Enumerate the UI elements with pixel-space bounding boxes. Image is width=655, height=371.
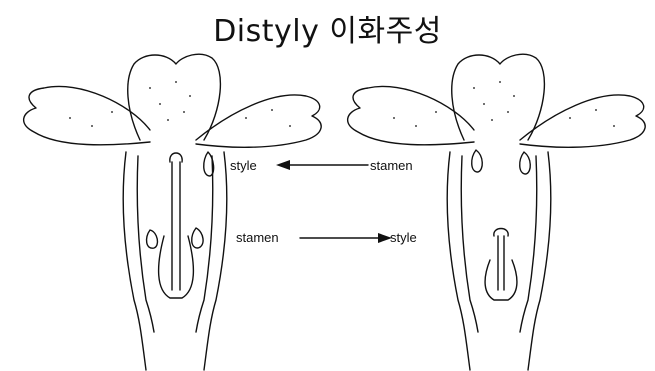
right-flower-stamen-left bbox=[472, 150, 483, 172]
label-style-bottom: style bbox=[390, 230, 417, 245]
right-flower-style bbox=[494, 229, 508, 291]
left-flower bbox=[24, 54, 322, 370]
label-group-top: style stamen bbox=[230, 158, 413, 173]
label-stamen-bottom: stamen bbox=[236, 230, 279, 245]
arrow-top-head bbox=[276, 160, 290, 170]
left-flower-stamen-left bbox=[147, 230, 158, 248]
right-flower-right-petal bbox=[520, 95, 645, 147]
label-stamen-top: stamen bbox=[370, 158, 413, 173]
left-flower-right-petal bbox=[196, 95, 321, 147]
right-flower-calyx-outer bbox=[447, 152, 551, 370]
right-flower-tube-walls bbox=[461, 156, 536, 332]
left-flower-tube-walls bbox=[137, 156, 212, 332]
label-style-top: style bbox=[230, 158, 257, 173]
right-flower-ovary bbox=[485, 260, 517, 300]
right-flower-center-petal bbox=[452, 54, 545, 140]
left-flower-center-petal bbox=[128, 54, 221, 140]
left-flower-ovary bbox=[159, 236, 194, 298]
left-flower-calyx-outer bbox=[123, 152, 227, 370]
left-flower-stamen-right bbox=[192, 228, 203, 248]
left-flower-dots bbox=[69, 81, 291, 127]
right-flower-dots bbox=[393, 81, 615, 127]
left-flower-style bbox=[170, 153, 182, 290]
right-flower-stamen-right bbox=[520, 152, 531, 174]
right-flower bbox=[348, 54, 646, 370]
label-group-bottom: stamen style bbox=[236, 230, 417, 245]
